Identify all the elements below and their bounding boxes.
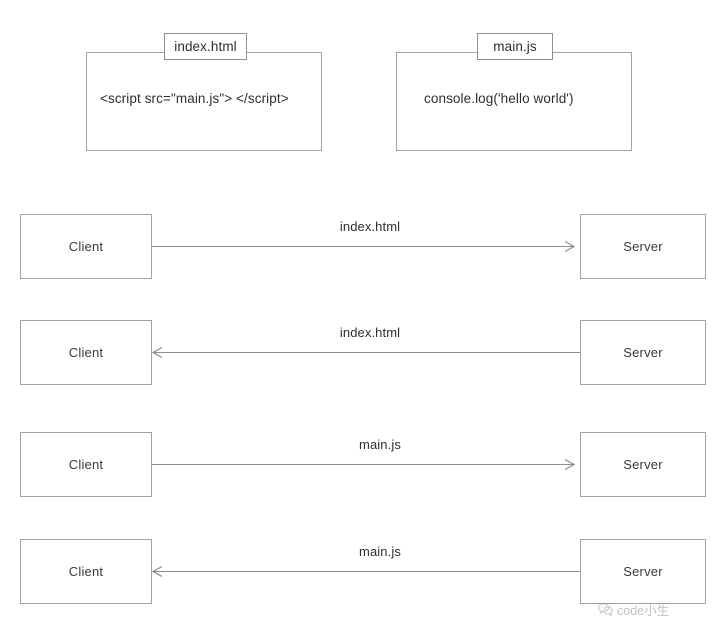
file-tab-main-js: main.js — [477, 33, 553, 60]
client-box-row-4: Client — [20, 539, 152, 604]
file-box-main-js — [396, 52, 632, 151]
client-box-row-3: Client — [20, 432, 152, 497]
file-tab-main-js-label: main.js — [493, 39, 537, 54]
arrow-label-row-1-text: index.html — [339, 219, 401, 234]
client-label-row-4: Client — [68, 564, 104, 579]
arrow-label-row-2: index.html — [310, 325, 430, 340]
server-box-row-4: Server — [580, 539, 706, 604]
server-box-row-2: Server — [580, 320, 706, 385]
file-code-index-html: <script src="main.js"> </script> — [100, 91, 310, 106]
arrow-label-row-3: main.js — [320, 437, 440, 452]
server-label-row-1: Server — [623, 239, 663, 254]
file-code-main-js-text: console.log('hello world') — [424, 91, 574, 106]
arrow-label-row-1: index.html — [310, 219, 430, 234]
client-label-row-3: Client — [68, 457, 104, 472]
server-label-row-4: Server — [623, 564, 663, 579]
client-box-row-1: Client — [20, 214, 152, 279]
client-box-row-2: Client — [20, 320, 152, 385]
file-code-index-html-text: <script src="main.js"> </script> — [100, 91, 289, 106]
file-box-index-html — [86, 52, 322, 151]
arrow-label-row-4-text: main.js — [359, 544, 401, 559]
client-label-row-1: Client — [68, 239, 104, 254]
file-tab-index-html-label: index.html — [174, 39, 237, 54]
client-label-row-2: Client — [68, 345, 104, 360]
file-tab-index-html: index.html — [164, 33, 247, 60]
server-label-row-2: Server — [623, 345, 663, 360]
server-box-row-1: Server — [580, 214, 706, 279]
arrow-label-row-2-text: index.html — [339, 325, 401, 340]
server-label-row-3: Server — [623, 457, 663, 472]
arrow-label-row-3-text: main.js — [359, 437, 401, 452]
arrow-label-row-4: main.js — [320, 544, 440, 559]
file-code-main-js: console.log('hello world') — [424, 91, 624, 106]
server-box-row-3: Server — [580, 432, 706, 497]
